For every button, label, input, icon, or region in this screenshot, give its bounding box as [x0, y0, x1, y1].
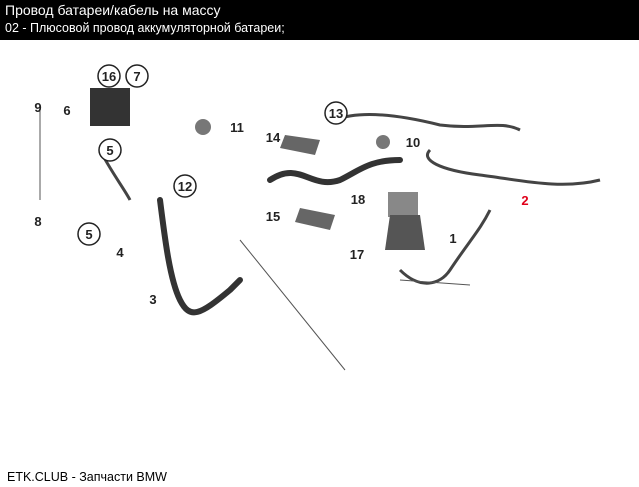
part-label-5[interactable]: 5 [85, 227, 92, 242]
part-label-3[interactable]: 3 [149, 292, 156, 307]
part-label-6[interactable]: 6 [63, 103, 70, 118]
part-label-18[interactable]: 18 [351, 192, 365, 207]
part-label-12[interactable]: 12 [178, 179, 192, 194]
part-label-7[interactable]: 7 [133, 69, 140, 84]
cable-2 [426, 148, 601, 186]
part-label-14[interactable]: 14 [266, 130, 281, 145]
label-circle [173, 174, 197, 198]
part-label-9[interactable]: 9 [34, 100, 41, 115]
part-17-shape [385, 215, 425, 250]
diagram-title: Провод батареи/кабель на массу [5, 2, 221, 18]
part-label-5[interactable]: 5 [106, 143, 113, 158]
label-circle [97, 64, 121, 88]
label-circle [77, 222, 101, 246]
part-label-8[interactable]: 8 [34, 214, 41, 229]
selected-part: 02 - Плюсовой провод аккумуляторной бата… [5, 21, 285, 35]
part-label-15[interactable]: 15 [266, 209, 280, 224]
part-label-17[interactable]: 17 [350, 247, 364, 262]
part-15-shape [295, 208, 335, 230]
part-label-13[interactable]: 13 [329, 106, 343, 121]
part-label-10[interactable]: 10 [406, 135, 420, 150]
part-18-shape [388, 192, 418, 217]
label-circle [324, 101, 348, 125]
part-11-shape [195, 119, 211, 135]
part-label-4[interactable]: 4 [116, 245, 124, 260]
part-label-1[interactable]: 1 [449, 231, 456, 246]
cable-upper [267, 157, 403, 185]
header: Провод батареи/кабель на массу 02 - Плюс… [0, 0, 639, 40]
part-label-11[interactable]: 11 [230, 120, 244, 135]
cable-13 [334, 113, 521, 132]
part-10-shape [376, 135, 390, 149]
label-circle [125, 64, 149, 88]
footer-text: ETK.CLUB - Запчасти BMW [7, 470, 167, 484]
cable-3 [157, 197, 243, 316]
part-14-shape [280, 135, 320, 155]
cable-drawings [39, 88, 601, 371]
part-6-shape [90, 88, 130, 126]
label-circle [98, 138, 122, 162]
part-label-2[interactable]: 2 [521, 193, 528, 208]
part-label-16[interactable]: 16 [102, 69, 116, 84]
